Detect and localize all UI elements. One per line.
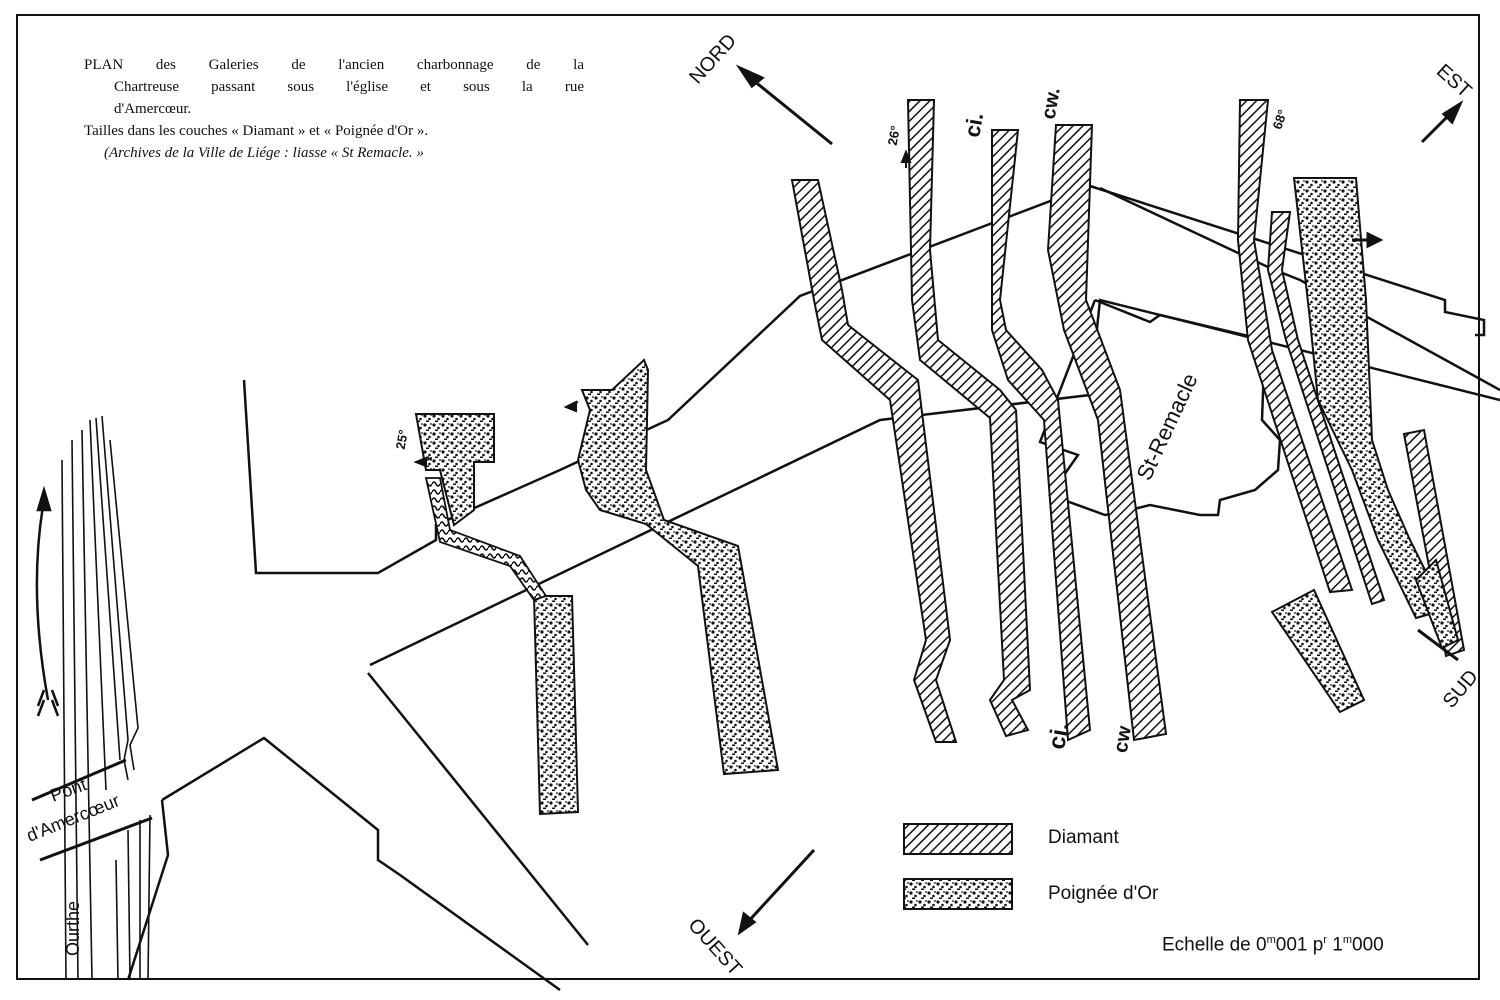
building-line-1: [161, 736, 561, 992]
seam-ci-bottom: ci.: [1043, 720, 1075, 752]
poignee-seam-6: [1270, 588, 1366, 714]
map-frame: [16, 14, 1480, 980]
scale-prefix: Echelle de 0: [1162, 934, 1267, 956]
wavy-gallery: [424, 477, 548, 602]
diamant-seam-3: [991, 129, 1092, 742]
legend-swatch-diamant: [903, 823, 1013, 855]
scale-mid-2: 1: [1326, 934, 1343, 956]
seam-ci-top: ci.: [959, 110, 989, 140]
south-arrow: [1417, 628, 1459, 662]
building-line-2: [126, 799, 170, 981]
diamant-seam-1: [790, 179, 958, 743]
bridge: [31, 758, 153, 862]
street-line-1: [242, 184, 1486, 575]
diamant-seam-6: [1266, 211, 1386, 606]
scale-sup-1: m: [1266, 934, 1276, 946]
north-arrow-head: [735, 64, 765, 89]
north-arrow: [747, 74, 833, 146]
street-line-3: [367, 672, 589, 946]
west-arrow-head: [737, 911, 757, 936]
scale-sup-2: r: [1323, 934, 1327, 946]
archive-citation: (Archives de la Ville de Liége : liasse …: [104, 145, 424, 161]
poignee-dor-seams: [414, 177, 1460, 816]
river-label: Ourthe: [63, 900, 84, 957]
compass-arrows: [735, 64, 1464, 936]
diamant-seams: [790, 99, 1466, 743]
dip-arrows: [413, 149, 912, 468]
street-line-4: [1099, 186, 1500, 392]
map-title-block: PLAN des Galeries de l'ancien charbonnag…: [84, 54, 584, 164]
title-line-4: Tailles dans les couches « Diamant » et …: [84, 123, 429, 139]
west-arrow: [744, 848, 816, 926]
diamant-seam-4: [1046, 124, 1168, 742]
east-arrow-head: [1441, 100, 1464, 125]
diamant-seam-2: [906, 99, 1032, 738]
scale-mid: 001 p: [1275, 934, 1324, 956]
seam-cw-bottom: cw: [1109, 724, 1137, 755]
legend-label-poignee: Poignée d'Or: [1048, 883, 1159, 904]
legend-label-diamant: Diamant: [1048, 827, 1119, 848]
poignee-seam-2: [576, 358, 780, 776]
scale-sup-3: m: [1342, 934, 1352, 946]
street-outlines: [126, 184, 1500, 992]
scale-suffix: 000: [1352, 934, 1384, 956]
poignee-seam-5: [1414, 558, 1460, 650]
diamant-seam-5: [1236, 99, 1354, 594]
title-line-3: d'Amercœur.: [114, 101, 192, 117]
title-line-2: Chartreuse passant sous l'église et sous…: [114, 79, 584, 95]
poignee-seam-1: [414, 413, 495, 527]
title-line-1: PLAN des Galeries de l'ancien charbonnag…: [84, 57, 584, 73]
poignee-seam-3: [532, 595, 580, 816]
river-bank-lines: [61, 415, 151, 981]
river-flow-arrow: [35, 485, 60, 717]
scale-label: Echelle de 0m001 pr 1m000: [1162, 934, 1384, 956]
legend-swatch-poignee: [903, 878, 1013, 910]
